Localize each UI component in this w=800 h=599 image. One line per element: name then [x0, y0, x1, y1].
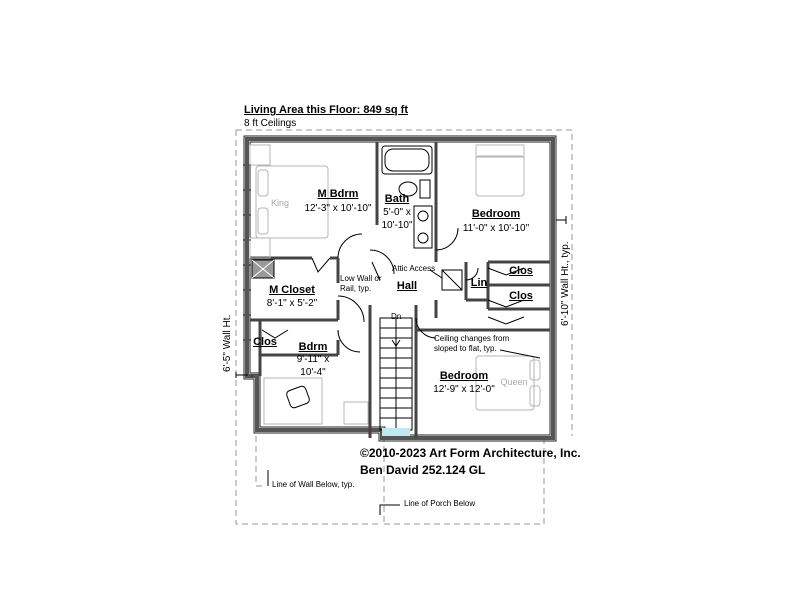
dashed-lines	[235, 129, 573, 525]
note-porch-below: Line of Porch Below	[404, 499, 476, 508]
room-name-bedroom-sw: Bdrm	[298, 341, 328, 353]
desk-chair	[286, 385, 310, 409]
room-name-bedroom-se: Bedroom	[439, 370, 489, 382]
wall-height-right: 6'-10" Wall Ht., typ.	[560, 241, 571, 326]
room-name-closet-2: Clos	[509, 290, 533, 302]
note-low-wall-line2: Rail, typ.	[340, 284, 372, 293]
note-ceiling-line2: sloped to flat, typ.	[434, 344, 497, 353]
door-swings	[261, 227, 525, 353]
ceiling-height-note: 8 ft Ceilings	[244, 118, 297, 129]
room-size-bedroom-se: 12'-9" x 12'-0"	[433, 384, 495, 395]
bed-label-queen: Queen	[500, 377, 528, 387]
attic-hatch	[441, 269, 463, 291]
room-size-bath-line2: 10'-10"	[381, 220, 413, 231]
room-size-bedroom-ne: 11'-0" x 10'-10"	[462, 223, 530, 234]
note-low-wall-line1: Low Wall or	[340, 274, 382, 283]
living-area-heading: Living Area this Floor: 849 sq ft	[244, 104, 409, 116]
room-name-closet-3: Clos	[253, 336, 277, 348]
bath-fixtures	[381, 145, 433, 249]
note-ceiling-line1: Ceiling changes from	[434, 334, 510, 343]
room-size-bedroom-sw-line1: 9'-11" x	[296, 354, 330, 365]
room-name-bedroom-ne: Bedroom	[471, 208, 521, 220]
room-name-hall: Hall	[396, 280, 418, 292]
room-name-master-closet: M Closet	[269, 284, 315, 296]
room-name-master-bedroom: M Bdrm	[317, 188, 359, 200]
room-size-master-closet: 8'-1" x 5'-2"	[266, 298, 318, 309]
stair	[379, 317, 413, 436]
room-size-bedroom-sw-line2: 10'-4"	[300, 367, 326, 378]
note-attic-access: Attic Access	[392, 264, 436, 273]
room-name-bath: Bath	[384, 193, 410, 205]
leader-lines	[267, 261, 541, 515]
dimension-ticks	[235, 216, 567, 378]
room-size-bath-line1: 5'-0" x	[383, 207, 411, 218]
plan-id: Ben David 252.124 GL	[360, 463, 486, 477]
stair-down-label: Dn	[391, 312, 402, 321]
room-size-master-bedroom: 12'-3" x 10'-10"	[304, 203, 372, 214]
fixtures	[249, 144, 541, 425]
bed-label-king: King	[270, 198, 290, 208]
closet-box	[251, 259, 275, 279]
room-name-linen: Lin	[470, 277, 488, 289]
copyright-line: ©2010-2023 Art Form Architecture, Inc.	[360, 446, 581, 460]
wall-height-left: 6'-5" Wall Ht.	[222, 314, 233, 372]
room-name-closet-1: Clos	[509, 265, 533, 277]
note-wall-below: Line of Wall Below, typ.	[272, 480, 355, 489]
